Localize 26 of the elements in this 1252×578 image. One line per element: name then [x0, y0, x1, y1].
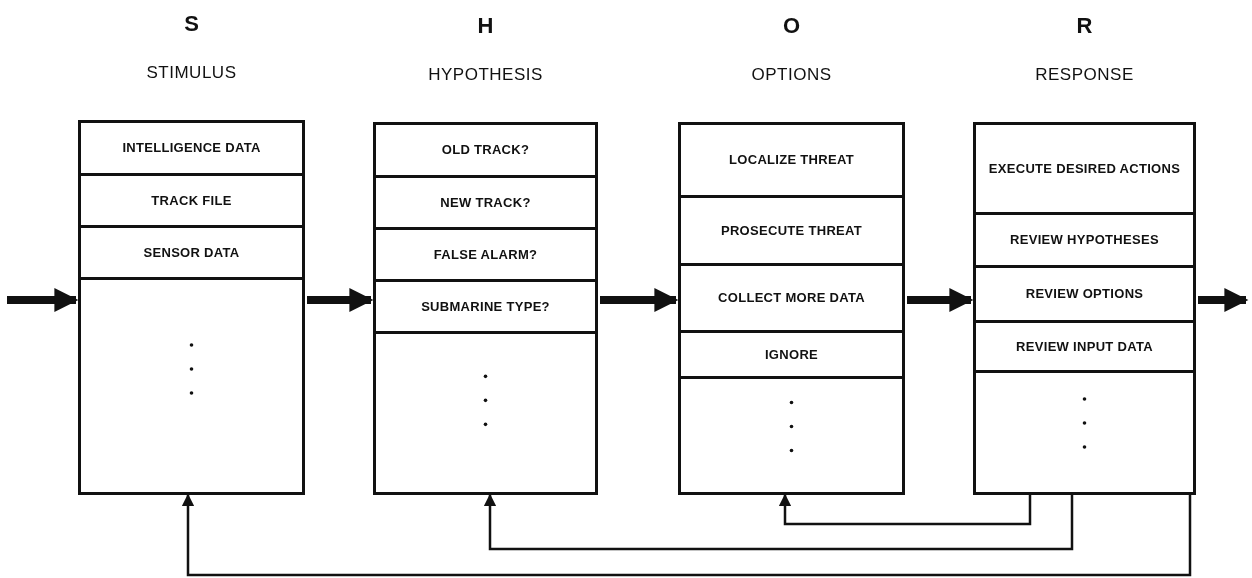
row-text: LOCALIZE THREAT [728, 152, 855, 168]
column-letter: R [1076, 13, 1093, 39]
row-text: SUBMARINE TYPE? [420, 298, 551, 315]
feedback-arrow [778, 493, 1032, 526]
row-text: PROSECUTE THREAT [719, 222, 864, 239]
row-text: OLD TRACK? [440, 142, 531, 158]
column-title: HYPOTHESIS [428, 65, 543, 85]
row-text: NEW TRACK? [439, 194, 532, 211]
row-text: REVIEW INPUT DATA [1015, 338, 1154, 355]
column-letter: H [477, 13, 494, 39]
column-title: OPTIONS [751, 65, 832, 85]
row-text: REVIEW HYPOTHESES [1009, 232, 1160, 248]
row-text: COLLECT MORE DATA [717, 290, 866, 306]
feedback-arrow [483, 493, 1074, 551]
column-title: STIMULUS [146, 63, 237, 83]
row-text: FALSE ALARM? [432, 246, 539, 263]
row-text: INTELLIGENCE DATA [121, 140, 262, 156]
row-text: REVIEW OPTIONS [1024, 286, 1145, 302]
row-text: SENSOR DATA [142, 244, 241, 261]
column-letter: S [184, 11, 199, 37]
feedback-arrow [181, 493, 1192, 577]
column-letter: O [782, 13, 801, 39]
row-text: TRACK FILE [150, 192, 233, 209]
row-text: EXECUTE DESIRED ACTIONS [987, 160, 1182, 177]
row-text: IGNORE [763, 346, 820, 363]
column-title: RESPONSE [1035, 65, 1134, 85]
